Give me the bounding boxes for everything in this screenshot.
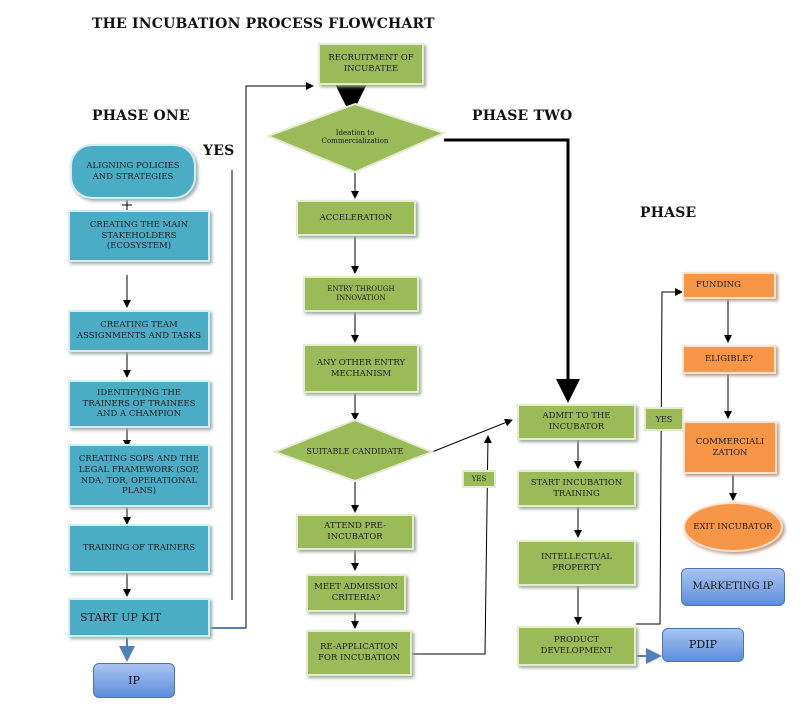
- node-other-entry: ANY OTHER ENTRY MECHANISM: [303, 344, 419, 393]
- node-attend-pre-incubator: ATTEND PRE-INCUBATOR: [296, 514, 414, 550]
- yes-label-mid: YES: [462, 470, 496, 488]
- node-re-application: RE-APPLICATION FOR INCUBATION: [306, 630, 412, 676]
- phase-two-label: PHASE TWO: [472, 108, 573, 124]
- node-exit-incubator: EXIT INCUBATOR: [683, 502, 783, 552]
- phase-one-label: PHASE ONE: [92, 108, 190, 124]
- arrow-product-funding: [636, 288, 683, 625]
- node-training-trainers: TRAINING OF TRAINERS: [68, 524, 210, 573]
- decision-ideation: Ideation to Commercialization: [321, 128, 389, 145]
- arrow-reapply-admit: [412, 435, 492, 655]
- node-identifying-trainers: IDENTIFYING THE TRAINERS OF TRAINEES AND…: [68, 380, 210, 428]
- node-aligning-policies: ALIGNING POLICIES AND STRATEGIES: [70, 144, 196, 199]
- decision-suitable: SUITABLE CANDIDATE: [306, 447, 404, 457]
- node-commercialization: COMMERCIALI ZATION: [683, 421, 777, 474]
- chart-title: THE INCUBATION PROCESS FLOWCHART: [92, 16, 435, 32]
- node-start-training: START INCUBATION TRAINING: [517, 470, 636, 507]
- node-acceleration: ACCELERATION: [296, 200, 416, 236]
- node-admit-incubator: ADMIT TO THE INCUBATOR: [517, 404, 636, 440]
- arrow-suitable-admit: [431, 418, 513, 453]
- node-entry-innovation: ENTRY THROUGH INNOVATION: [303, 276, 419, 312]
- node-product-development: PRODUCT DEVELOPMENT: [517, 626, 636, 666]
- node-intellectual-property: INTELLECTUAL PROPERTY: [517, 540, 636, 586]
- node-eligible: ELIGIBLE?: [682, 345, 776, 374]
- yes-label-right: YES: [644, 407, 684, 431]
- decision-ideation-shape: [265, 102, 447, 174]
- node-start-up-kit: START UP KIT: [68, 598, 210, 637]
- node-recruitment: RECRUITMENT OF INCUBATEE: [318, 43, 424, 85]
- phase-three-label: PHASE: [640, 205, 697, 221]
- node-pdip: PDIP: [662, 628, 744, 662]
- node-main-stakeholders: CREATING THE MAIN STAKEHOLDERS (ECOSYSTE…: [68, 210, 210, 262]
- node-team-assignments: CREATING TEAM ASSIGNMENTS AND TASKS: [68, 310, 210, 352]
- node-marketing-ip: MARKETING IP: [681, 568, 785, 606]
- arrow-ideation-admit: [444, 138, 580, 403]
- yes-label-top: YES: [203, 143, 235, 159]
- node-admission-criteria: MEET ADMISSION CRITERIA?: [306, 574, 406, 612]
- node-funding: FUNDING: [682, 272, 776, 299]
- node-ip: IP: [93, 663, 175, 698]
- decision-suitable-shape: [272, 418, 435, 483]
- node-sops-framework: CREATING SOPS AND THE LEGAL FRAMEWORK (S…: [68, 444, 210, 507]
